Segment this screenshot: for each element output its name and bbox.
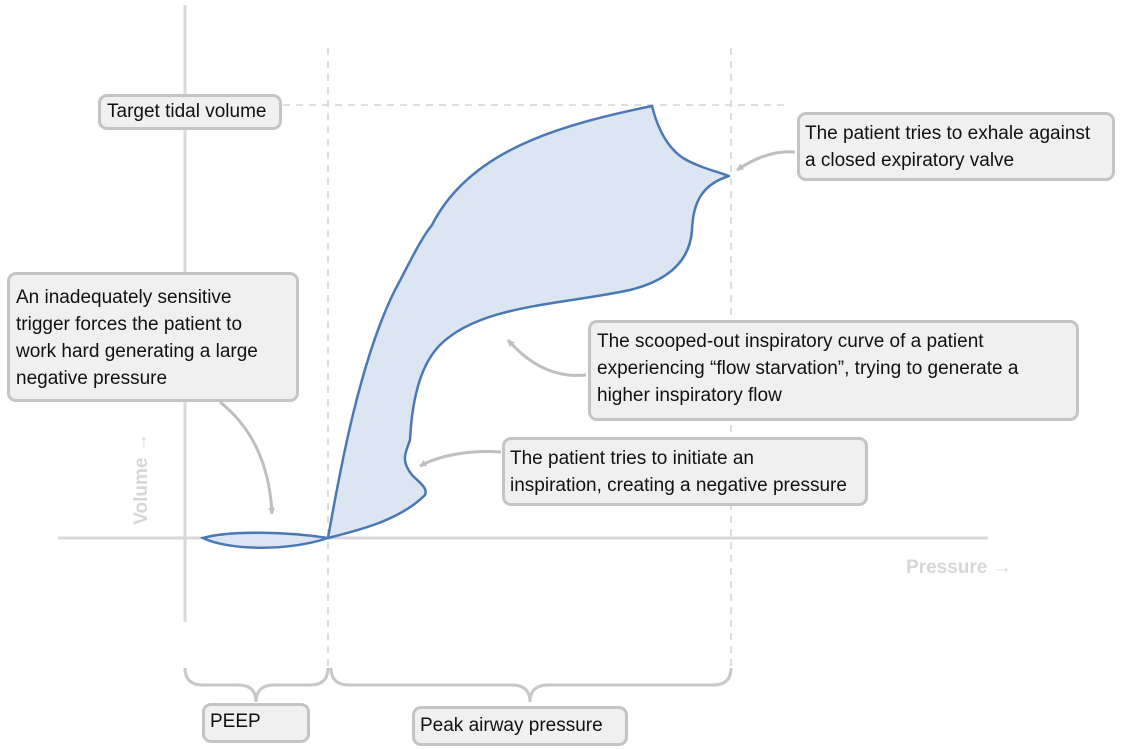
y-axis-label: Volume → — [131, 433, 152, 525]
exhale-callout-arrow — [736, 150, 796, 172]
initiate-callout-arrow — [419, 450, 502, 468]
peep-brace — [183, 667, 330, 703]
pv-loop-curve — [326, 104, 731, 540]
peak-airway-pressure-label: Peak airway pressure — [412, 706, 628, 746]
peep-label: PEEP — [202, 703, 310, 743]
x-axis-label: Pressure → — [906, 557, 1012, 578]
initiate-inspiration-callout: The patient tries to initiate an inspira… — [502, 437, 868, 506]
peak-airway-pressure-brace — [329, 667, 733, 703]
negative-pressure-trigger-loop — [199, 531, 329, 549]
flow-starvation-callout: The scooped-out inspiratory curve of a p… — [588, 320, 1079, 421]
trigger-sensitivity-callout: An inadequately sensitive trigger forces… — [7, 272, 299, 402]
target-tidal-volume-label: Target tidal volume — [98, 94, 282, 130]
flow-starvation-callout-arrow — [506, 339, 587, 377]
trigger-callout-arrow — [219, 400, 276, 515]
exhale-against-valve-callout: The patient tries to exhale against a cl… — [797, 112, 1115, 181]
